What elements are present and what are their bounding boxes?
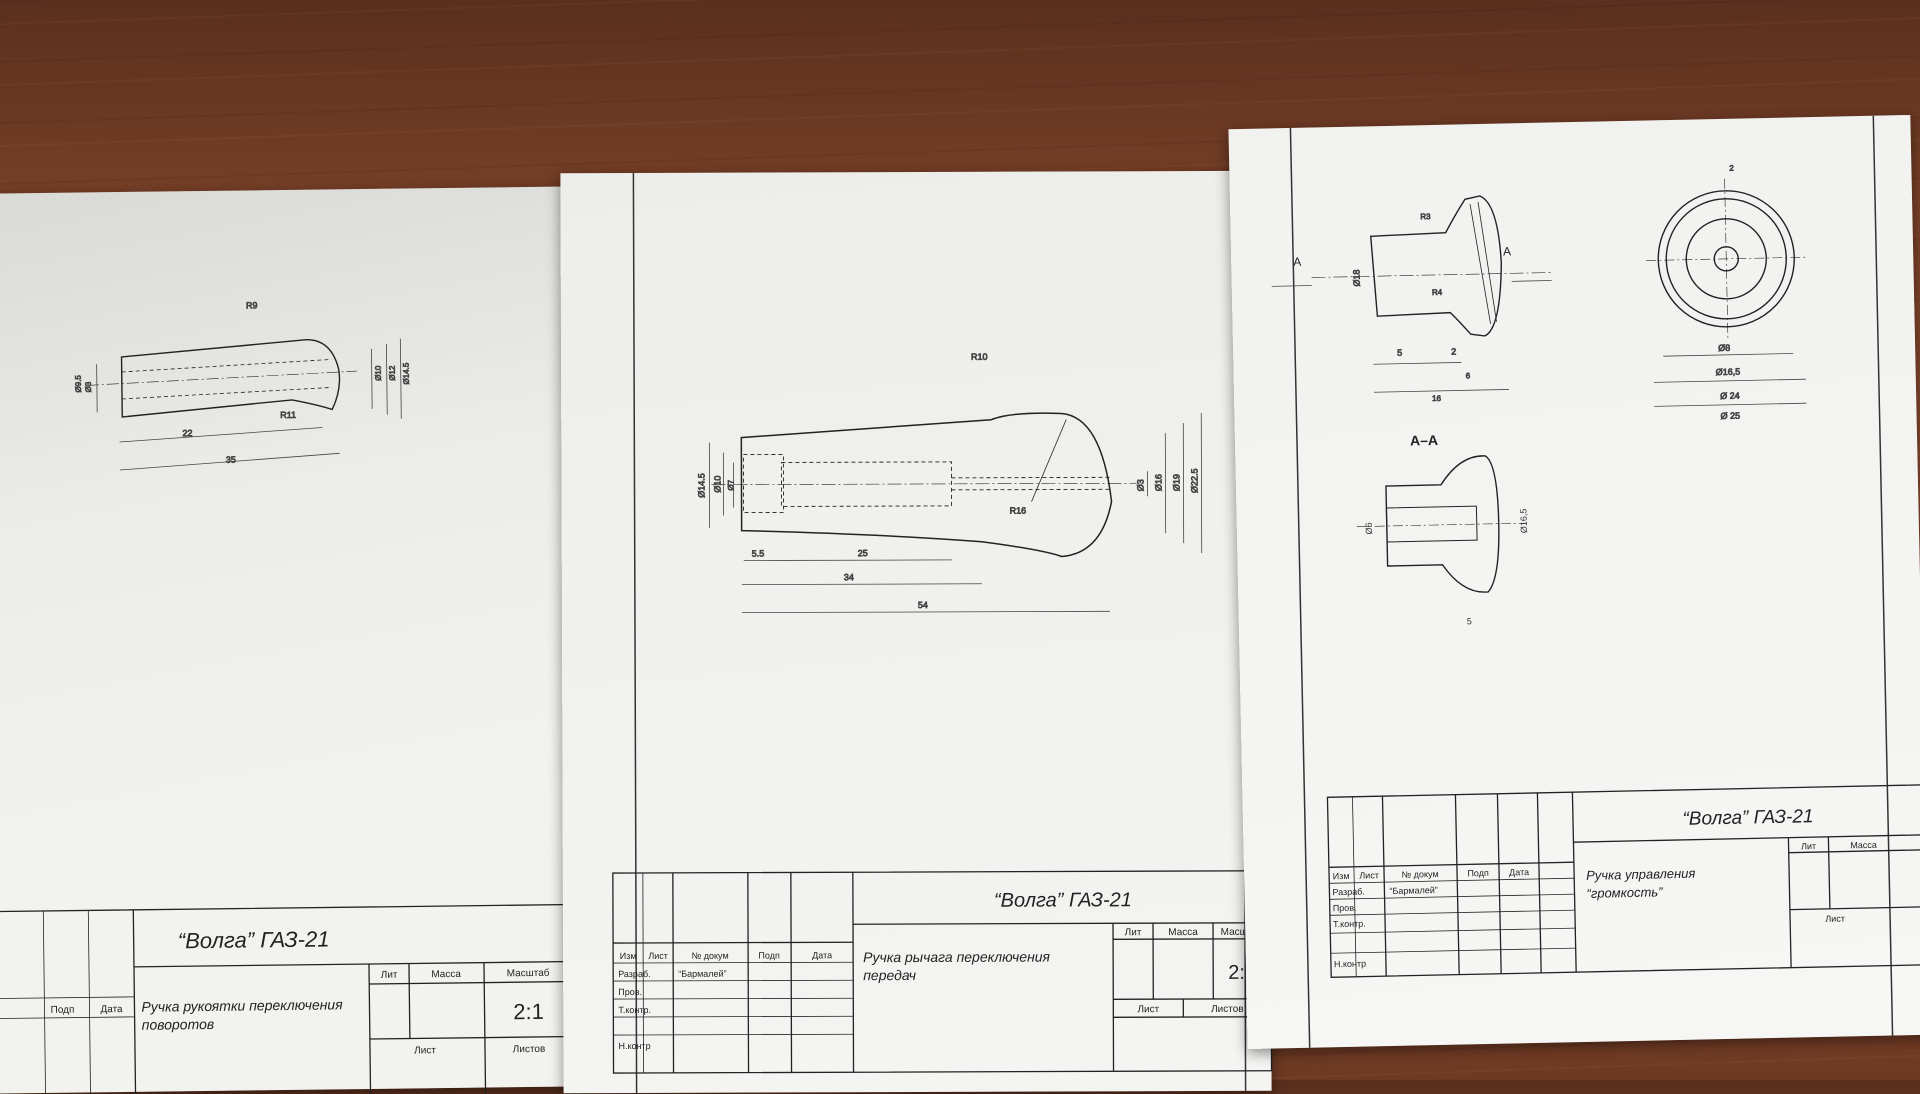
dim-r11: R11 (280, 410, 296, 420)
sheet3-hdr-lit: Лит (1801, 841, 1816, 851)
part-outline (86, 339, 357, 417)
sheet3-hdr-mass: Масса (1850, 840, 1877, 851)
dim-35: 35 (226, 455, 236, 465)
sheet1-part-name-line2: поворотов (142, 1016, 215, 1033)
dim-25: 25 (858, 548, 868, 558)
dim-16: 16 (1432, 394, 1442, 403)
drawing-gear-shift-knob: R10 R16 Ø14.5 Ø10 Ø7 Ø3 Ø16 Ø19 Ø22.5 5.… (560, 171, 1271, 1093)
sheet3-hdr-list: Лист (1359, 870, 1379, 880)
sheet1-hdr-lit: Лит (381, 970, 398, 981)
sheet2-hdr-izm: Изм (620, 951, 637, 961)
drawing-sheet-volume-knob: R3 R4 Ø18 5 2 6 16 2 Ø8 Ø16,5 Ø 24 Ø 25 … (1228, 115, 1920, 1049)
drawing-volume-knob: R3 R4 Ø18 5 2 6 16 2 Ø8 Ø16,5 Ø 24 Ø 25 … (1228, 115, 1920, 1049)
sheet3-project-title: “Волга” ГАЗ-21 (1682, 806, 1813, 830)
cut-label-left: А (1293, 255, 1301, 269)
sheet2-project-title: “Волга” ГАЗ-21 (994, 889, 1132, 911)
dim-2-top: 2 (1729, 164, 1734, 173)
sheet3-hdr-date: Дата (1509, 867, 1529, 877)
sheet3-row-check: Пров. (1333, 903, 1357, 913)
dim-5-section: 5 (1467, 616, 1472, 626)
sheet3-hdr-sheet: Лист (1825, 914, 1845, 924)
dim-d22-5: Ø22.5 (1189, 468, 1199, 493)
sheet3-hdr-sign: Подп (1467, 868, 1489, 878)
dimensions: R10 R16 Ø14.5 Ø10 Ø7 Ø3 Ø16 Ø19 Ø22.5 5.… (696, 351, 1202, 613)
dim-34: 34 (844, 572, 854, 582)
dim-d7: Ø7 (726, 479, 735, 490)
drawing-sheet-gear-shift-knob: R10 R16 Ø14.5 Ø10 Ø7 Ø3 Ø16 Ø19 Ø22.5 5.… (560, 171, 1271, 1093)
sheet3-part-name-line1: Ручка управления (1586, 866, 1696, 883)
sheet2-hdr-list: Лист (648, 951, 668, 961)
dim-22: 22 (182, 428, 192, 438)
sheet2-row-tcontrol: Т.контр. (618, 1005, 651, 1015)
dimensions: R3 R4 Ø18 5 2 6 16 2 Ø8 Ø16,5 Ø 24 Ø 25 (1269, 162, 1806, 430)
sheet2-hdr-lit: Лит (1125, 927, 1142, 938)
side-view (1310, 195, 1553, 340)
sheet3-developer-name: “Бармалей” (1389, 885, 1438, 896)
sheet2-part-name-line1: Ручка рычага переключения (863, 949, 1050, 966)
dim-d16-5-section: Ø16,5 (1518, 509, 1529, 534)
sheet1-hdr-mass: Масса (431, 969, 461, 980)
dim-d19: Ø19 (1171, 474, 1181, 491)
dim-d8: Ø8 (1718, 343, 1730, 353)
drawing-turn-signal-knob: R9 R11 Ø9.5 Ø3 Ø10 Ø12 Ø14.5 22 35 “В (0, 186, 595, 1093)
sheet1-project-title: “Волга” ГАЗ-21 (178, 926, 330, 953)
sheet3-part-name-line2: “громкость” (1586, 884, 1663, 901)
sheet3-hdr-izm: Изм (1333, 871, 1350, 881)
dim-d18: Ø18 (1351, 269, 1361, 286)
dimensions: R9 R11 Ø9.5 Ø3 Ø10 Ø12 Ø14.5 22 35 (73, 298, 412, 470)
dim-d12: Ø12 (388, 365, 397, 381)
drawing-sheet-turn-signal-knob: R9 R11 Ø9.5 Ø3 Ø10 Ø12 Ø14.5 22 35 “В (0, 186, 595, 1093)
dim-d14-5: Ø14.5 (696, 473, 706, 498)
sheet1-hdr-scale: Масштаб (507, 967, 550, 980)
dim-r10: R10 (971, 352, 988, 362)
sheet1-scale-value: 2:1 (513, 999, 544, 1024)
sheet1-hdr-sheet: Лист (414, 1045, 436, 1056)
sheet2-developer-name: “Бармалей” (678, 969, 726, 979)
dim-d3: Ø3 (1135, 479, 1145, 491)
dim-d14-5: Ø14.5 (402, 362, 411, 384)
dim-r16: R16 (1010, 506, 1027, 516)
part-outline (711, 413, 1136, 558)
sheet2-row-check: Пров. (618, 987, 642, 997)
dim-d24: Ø 24 (1720, 391, 1740, 401)
sheet3-hdr-doc: № докум (1401, 869, 1438, 880)
sheet2-hdr-doc: № докум (692, 951, 729, 961)
dim-r4: R4 (1432, 288, 1443, 297)
dim-d9-5: Ø9.5 (74, 375, 83, 393)
dim-d25: Ø 25 (1720, 411, 1740, 421)
front-view (1645, 177, 1808, 340)
section-label: А–А (1410, 432, 1438, 449)
sheet2-hdr-sheet: Лист (1137, 1004, 1159, 1015)
dim-d3: Ø3 (84, 381, 93, 392)
dim-r9: R9 (246, 300, 258, 310)
section-view (1355, 455, 1528, 595)
sheet3-row-developer: Разраб. (1332, 887, 1365, 898)
sheet1-hdr-sign: Подп (51, 1005, 75, 1016)
sheet2-hdr-sheets: Листов (1211, 1004, 1244, 1015)
dim-d16-5: Ø16,5 (1716, 367, 1741, 378)
dim-6: 6 (1466, 371, 1471, 380)
sheet2-hdr-date: Дата (812, 950, 832, 960)
dim-d6: Ø6 (1364, 522, 1374, 534)
sheet2-hdr-mass: Масса (1168, 927, 1198, 938)
sheet2-row-developer: Разраб. (618, 969, 650, 979)
sheet1-part-name-line1: Ручка рукоятки переключения (141, 996, 343, 1014)
cut-label-right: А (1503, 244, 1511, 258)
sheet1-hdr-sheets: Листов (513, 1044, 546, 1055)
section-dimensions: Ø6 Ø16,5 5 (1363, 509, 1530, 629)
sheet2-part-name-line2: передач (863, 967, 916, 983)
dim-r3: R3 (1420, 212, 1431, 221)
sheet3-row-ncontrol: Н.контр (1334, 959, 1366, 970)
dim-d16: Ø16 (1153, 474, 1163, 491)
sheet3-row-tcontrol: Т.контр. (1333, 919, 1366, 930)
dim-5-5: 5.5 (752, 549, 765, 559)
dim-d10: Ø10 (374, 365, 383, 381)
sheet2-hdr-sign: Подп (758, 950, 780, 960)
dim-2: 2 (1451, 347, 1456, 357)
dim-5: 5 (1397, 348, 1402, 358)
dim-54: 54 (918, 600, 928, 610)
dim-d10: Ø10 (712, 476, 722, 493)
sheet2-row-ncontrol: Н.контр (618, 1041, 650, 1051)
sheet1-hdr-date: Дата (100, 1004, 123, 1015)
